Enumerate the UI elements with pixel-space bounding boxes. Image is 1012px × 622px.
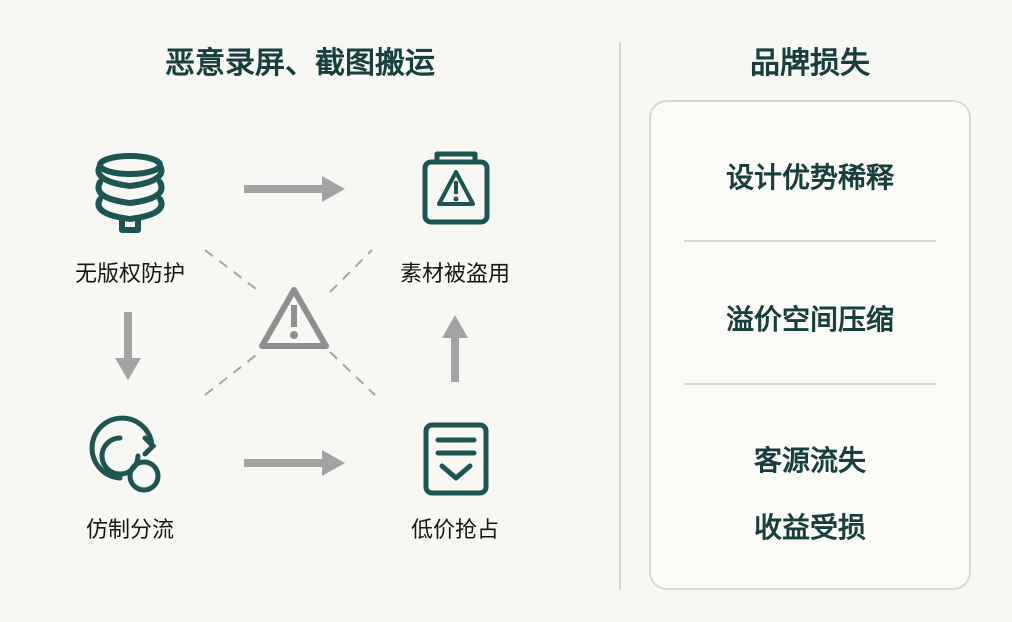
flow-diagram xyxy=(89,151,490,496)
loss-item-premium-space: 溢价空间压缩 xyxy=(725,303,894,336)
node-label-no-copyright: 无版权防护 xyxy=(74,262,185,287)
warning-box-icon xyxy=(422,151,490,225)
loss-item-customer-loss: 客源流失 xyxy=(753,444,866,477)
node-label-low-price: 低价抢占 xyxy=(410,518,499,543)
clipboard-check-icon xyxy=(423,422,489,496)
section-divider xyxy=(619,42,621,590)
brand-loss-panel: 设计优势稀释 溢价空间压缩 客源流失 收益受损 xyxy=(649,100,971,590)
panel-divider xyxy=(684,383,936,385)
dashed-cross-lines xyxy=(204,249,376,396)
arrow-right-up xyxy=(442,315,468,382)
stack-icon xyxy=(95,153,165,233)
right-section-title: 品牌损失 xyxy=(750,46,870,81)
panel-divider xyxy=(684,240,936,242)
loss-item-design-advantage: 设计优势稀释 xyxy=(725,161,894,194)
loss-item-revenue-damage: 收益受损 xyxy=(753,511,866,544)
left-section-title: 恶意录屏、截图搬运 xyxy=(165,46,435,81)
refresh-circle-icon xyxy=(89,415,161,493)
warning-box-icon-mark xyxy=(453,181,459,202)
node-label-material-stolen: 素材被盗用 xyxy=(399,262,510,287)
arrow-top-right xyxy=(244,176,345,202)
node-label-imitation: 仿制分流 xyxy=(85,518,174,543)
warning-icon xyxy=(259,287,329,349)
arrow-left-down xyxy=(115,312,141,380)
arrow-bottom-right xyxy=(244,450,345,476)
